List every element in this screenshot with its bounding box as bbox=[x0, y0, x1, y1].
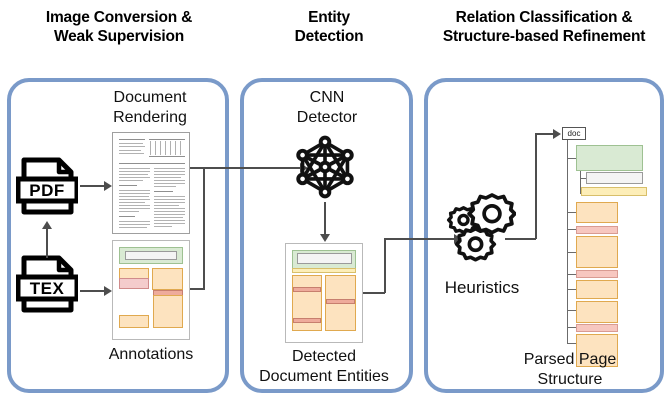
cnn-detector-title: CNN Detector bbox=[265, 88, 389, 127]
tree-node-paragraph-2 bbox=[576, 280, 618, 299]
tree-branch-figure bbox=[567, 229, 576, 231]
cnn-detector-title-line-2: Detector bbox=[296, 108, 358, 126]
stage-2-header-line-1: Entity bbox=[308, 9, 350, 26]
stage-1-panel bbox=[7, 78, 229, 393]
tree-subspine bbox=[580, 171, 582, 194]
tree-branch-caption-bar bbox=[567, 274, 576, 276]
tree-node-paragraph-4 bbox=[576, 334, 618, 367]
parsed-page-caption: Parsed Page Structure bbox=[475, 350, 665, 389]
tree-node-paragraph-1 bbox=[576, 236, 618, 268]
detected-to-heuristics-vertical bbox=[384, 238, 386, 293]
neural-network-icon bbox=[292, 134, 358, 200]
paper-column-left bbox=[119, 168, 150, 230]
tree-node-title bbox=[576, 145, 643, 171]
tree-node-figure bbox=[576, 226, 618, 234]
tree-node-authors bbox=[581, 187, 647, 196]
gears-icon bbox=[444, 192, 516, 270]
rendering-to-cnn-connector bbox=[190, 167, 303, 169]
pdf-label: PDF bbox=[29, 181, 65, 200]
cnn-to-detected-connector bbox=[324, 202, 326, 235]
annotation-block-figure bbox=[119, 278, 149, 289]
document-rendering-title: Document Rendering bbox=[90, 88, 210, 127]
tex-label: TEX bbox=[29, 279, 65, 298]
tree-branch-title bbox=[567, 158, 576, 160]
pdf-file-icon: PDF bbox=[16, 155, 78, 217]
stage-3-header-line-1: Relation Classification & bbox=[455, 9, 633, 26]
tree-node-paragraph-3 bbox=[576, 301, 618, 323]
parsed-page-caption-line-2: Structure bbox=[537, 370, 603, 388]
parsed-page-caption-line-1: Parsed Page bbox=[523, 351, 617, 368]
detected-to-heuristics-horizontal-lower bbox=[363, 292, 385, 294]
document-rendering-title-line-1: Document bbox=[113, 89, 187, 106]
tex-to-annotations-arrowhead bbox=[104, 286, 112, 296]
detected-block-bar-left-2 bbox=[293, 318, 321, 323]
detected-entities-caption-line-1: Detected bbox=[291, 348, 357, 365]
cnn-detector-title-line-1: CNN bbox=[309, 89, 345, 106]
tree-root-doc-node: doc bbox=[562, 127, 586, 140]
document-rendering-title-line-2: Rendering bbox=[113, 108, 187, 126]
detected-entities-caption-line-2: Document Entities bbox=[259, 367, 389, 385]
stage-3-header: Relation Classification & Structure-base… bbox=[420, 8, 668, 46]
cnn-to-detected-arrowhead bbox=[320, 234, 330, 242]
detected-block-bar-left-1 bbox=[293, 287, 321, 292]
paper-column-right bbox=[154, 168, 185, 230]
heuristics-caption: Heuristics bbox=[444, 278, 520, 297]
tree-branch-caption-bar-2 bbox=[567, 327, 576, 329]
stage-1-header: Image Conversion & Weak Supervision bbox=[8, 8, 230, 46]
detected-entities-thumbnail bbox=[285, 243, 363, 343]
detected-block-bar-right bbox=[326, 299, 355, 304]
tree-branch-paragraph-2 bbox=[567, 289, 576, 291]
detected-block-subtitle bbox=[292, 268, 356, 273]
tex-to-annotations-connector bbox=[80, 290, 105, 292]
tree-branch-paragraph-4 bbox=[567, 343, 576, 345]
tree-branch-paragraph-1 bbox=[567, 252, 576, 254]
tex-file-icon: TEX bbox=[16, 253, 78, 315]
rendered-document-thumbnail bbox=[112, 132, 190, 234]
annotation-block-text-right bbox=[152, 268, 183, 290]
stage-2-header-line-2: Detection bbox=[294, 28, 364, 45]
tree-branch-paragraph-3 bbox=[567, 310, 576, 312]
detected-block-title-inner bbox=[297, 253, 352, 264]
tree-node-title-inner bbox=[586, 172, 643, 184]
stage-2-header: Entity Detection bbox=[244, 8, 414, 46]
pdf-to-rendering-connector bbox=[80, 185, 105, 187]
tree-branch-title-inner bbox=[580, 178, 586, 180]
heuristics-to-tree-horizontal-lower bbox=[505, 238, 536, 240]
paper-table bbox=[119, 139, 185, 159]
annotations-caption: Annotations bbox=[108, 346, 194, 363]
heuristics-to-tree-horizontal-upper bbox=[535, 133, 555, 135]
stage-3-header-line-2: Structure-based Refinement bbox=[442, 28, 646, 45]
detected-entities-caption: Detected Document Entities bbox=[249, 347, 399, 386]
detected-to-heuristics-horizontal-upper bbox=[384, 238, 457, 240]
annotations-branch-horizontal bbox=[190, 288, 205, 290]
tree-branch-section bbox=[567, 212, 576, 214]
annotation-block-title-inner bbox=[125, 251, 177, 260]
tree-node-section bbox=[576, 202, 618, 223]
stage-1-header-line-2: Weak Supervision bbox=[53, 28, 185, 45]
tex-to-pdf-arrowhead bbox=[42, 221, 52, 229]
pdf-to-rendering-arrowhead bbox=[104, 181, 112, 191]
tree-node-caption-bar-2 bbox=[576, 324, 618, 332]
stage-1-header-line-1: Image Conversion & bbox=[45, 9, 193, 26]
heuristics-to-tree-vertical bbox=[535, 133, 537, 239]
annotations-thumbnail bbox=[112, 240, 190, 340]
rendering-branch-vertical bbox=[203, 167, 205, 289]
tree-node-caption-bar bbox=[576, 270, 618, 278]
annotation-block-footer bbox=[119, 315, 149, 328]
heuristics-to-tree-arrowhead bbox=[553, 129, 561, 139]
tex-to-pdf-connector bbox=[46, 228, 48, 258]
tree-spine bbox=[567, 140, 569, 343]
annotation-block-text-body bbox=[153, 295, 183, 328]
